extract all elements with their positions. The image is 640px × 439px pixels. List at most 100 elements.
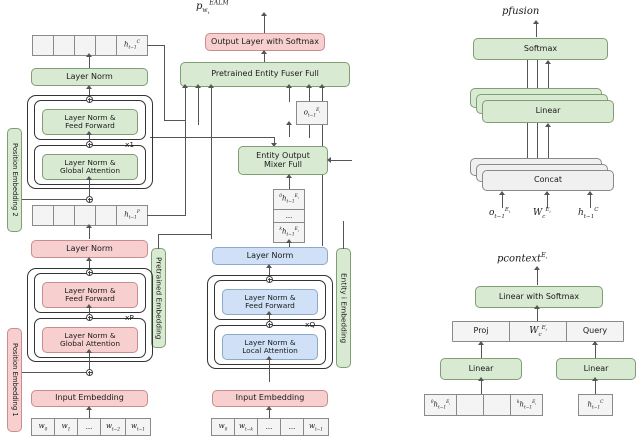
- hc-cell-2: [74, 35, 96, 56]
- ln-local-attention-box[interactable]: Layer Norm & Local Attention: [222, 334, 318, 360]
- pos-emb1-hline: [22, 372, 86, 374]
- concat-in-shaft-3: [590, 195, 592, 208]
- label-pfusion: pfusion: [502, 6, 540, 17]
- local-ff-in-arrow: [266, 311, 272, 315]
- position-embedding-2-label: Position Embedding 2: [7, 128, 22, 232]
- global-ff-in-shaft: [89, 135, 91, 144]
- layer-norm-mid-box[interactable]: Layer Norm: [31, 240, 148, 258]
- pre-attn-in-shaft: [89, 353, 91, 371]
- input-emb-local-arrow: [266, 406, 272, 410]
- ln-global-attention-box[interactable]: Layer Norm & Global Attention: [42, 154, 138, 180]
- hp-out-vline: [185, 138, 187, 216]
- hp-cell-3: [95, 205, 117, 226]
- hc-out-hline2: [164, 120, 186, 122]
- mixer-feed-hline: [150, 137, 275, 139]
- fusion-input-label-3: ht−1C: [578, 207, 599, 220]
- pretrained-embedding-label: Pretrained Embedding: [151, 248, 166, 348]
- linear-to-softmax-shaft-3: [548, 64, 550, 88]
- layer-norm-top-box[interactable]: Layer Norm: [31, 68, 148, 86]
- lws-in-arrow: [534, 305, 540, 309]
- ln-top-in-arrow: [86, 85, 92, 89]
- token-local-2: ...: [257, 418, 281, 436]
- repeat-xq-label: xQ: [305, 320, 316, 329]
- query-cell[interactable]: Query: [566, 321, 624, 342]
- residual-add-pre-attn: [86, 314, 93, 321]
- pretrained-emb-hline: [158, 234, 211, 236]
- output-layer-softmax-box[interactable]: Output Layer with Softmax: [205, 33, 325, 51]
- ln-ff-global-line2: Feed Forward: [65, 121, 115, 130]
- concat-to-linear-shaft-1: [527, 123, 529, 158]
- query-in-shaft: [595, 345, 597, 358]
- linear-right-in-shaft: [595, 381, 597, 394]
- pos-emb2-add: [86, 196, 93, 203]
- fusion-input-label-2: WcEi: [533, 207, 551, 220]
- proj-in-shaft: [481, 345, 483, 358]
- mixer-entity-arrow: [327, 157, 331, 163]
- hstack-in-arrow: [286, 239, 292, 243]
- hc-cell-3: [95, 35, 117, 56]
- mixer-label-line2: Mixer Full: [263, 159, 303, 169]
- ln-ff-pre-line2: Feed Forward: [65, 294, 115, 303]
- pcontext-text: pcontext: [497, 253, 542, 265]
- linear-right-in-arrow: [592, 377, 598, 381]
- token-local-0: w0: [211, 418, 235, 436]
- entity-output-mixer-box[interactable]: Entity Output Mixer Full: [238, 146, 328, 175]
- softmax-box[interactable]: Softmax: [473, 38, 608, 60]
- local-ff-in-shaft: [269, 315, 271, 324]
- hc-cell-1: [53, 35, 75, 56]
- mixer-in-shaft: [289, 178, 291, 190]
- token-local-4: wt−1: [303, 418, 329, 436]
- ctx-cell-hk: kht−1Ei: [510, 394, 543, 416]
- ln-feedforward-pretrained-box[interactable]: Layer Norm & Feed Forward: [42, 282, 138, 308]
- pre-attn-in-arrow: [86, 349, 92, 353]
- hp-cell-1: [53, 205, 75, 226]
- hc-cell-4: ht−1C: [116, 35, 148, 56]
- ln-feedforward-global-box[interactable]: Layer Norm & Feed Forward: [42, 109, 138, 135]
- proj-cell[interactable]: Proj: [452, 321, 510, 342]
- concat-front-box[interactable]: Concat: [482, 170, 614, 191]
- fuser-in-arrow-3: [208, 84, 214, 88]
- o-entity-arrow: [286, 121, 292, 125]
- fuser-in-arrow-6: [319, 84, 325, 88]
- token-global-3: wt−2: [100, 418, 126, 436]
- input-embedding-local-box[interactable]: Input Embedding: [212, 390, 328, 407]
- global-attn-in-shaft: [89, 180, 91, 198]
- hp-cell-4: ht−1P: [116, 205, 148, 226]
- fuser-in-shaft-2: [198, 88, 200, 125]
- input-embedding-global-box[interactable]: Input Embedding: [31, 390, 148, 407]
- fuser-in-arrow-1: [182, 84, 188, 88]
- ln-global-attention-pre-box[interactable]: Layer Norm & Global Attention: [42, 327, 138, 353]
- layer-norm-local-box[interactable]: Layer Norm: [212, 247, 328, 265]
- hp-in-shaft: [89, 228, 91, 239]
- fuser-in-shaft-4: [289, 88, 291, 102]
- concat-in-arrow-3: [587, 191, 593, 195]
- token-global-4: wt−1: [125, 418, 151, 436]
- global-attn-in-arrow: [86, 176, 92, 180]
- proj-in-arrow: [478, 341, 484, 345]
- ln-ff-pre-line1: Layer Norm &: [64, 286, 116, 296]
- o-entity-shaft: [289, 125, 291, 137]
- ln-global-pre-line1: Layer Norm &: [64, 331, 116, 341]
- residual-add-global-ff: [86, 96, 93, 103]
- linear-left-in-shaft: [481, 381, 483, 394]
- linear-to-softmax-arrow: [545, 60, 551, 64]
- linear-to-softmax-shaft-1: [527, 60, 529, 88]
- concat-to-linear-arrow: [545, 123, 551, 127]
- arrow-head-outputlayer: [261, 50, 267, 54]
- input-emb-global-arrow: [86, 406, 92, 410]
- residual-add-local-attn: [266, 321, 273, 328]
- query-in-arrow: [592, 341, 598, 345]
- global-ff-in-arrow: [86, 131, 92, 135]
- pretrained-entity-fuser-box[interactable]: Pretrained Entity Fuser Full: [180, 62, 350, 87]
- hp-cell-2: [74, 205, 96, 226]
- pcontext-shaft: [537, 270, 539, 285]
- label-pcontext: pcontextEi: [497, 252, 547, 265]
- pos-emb1-add: [86, 369, 93, 376]
- linear-front-box[interactable]: Linear: [482, 100, 614, 123]
- ln-ff-local-line1: Layer Norm &: [244, 293, 296, 303]
- pre-ff-in-shaft: [89, 308, 91, 317]
- ctx-cell-blank-2: [483, 394, 511, 416]
- fusion-input-label-1: ot−1Ei: [489, 207, 511, 220]
- fuser-in-arrow-4: [286, 84, 292, 88]
